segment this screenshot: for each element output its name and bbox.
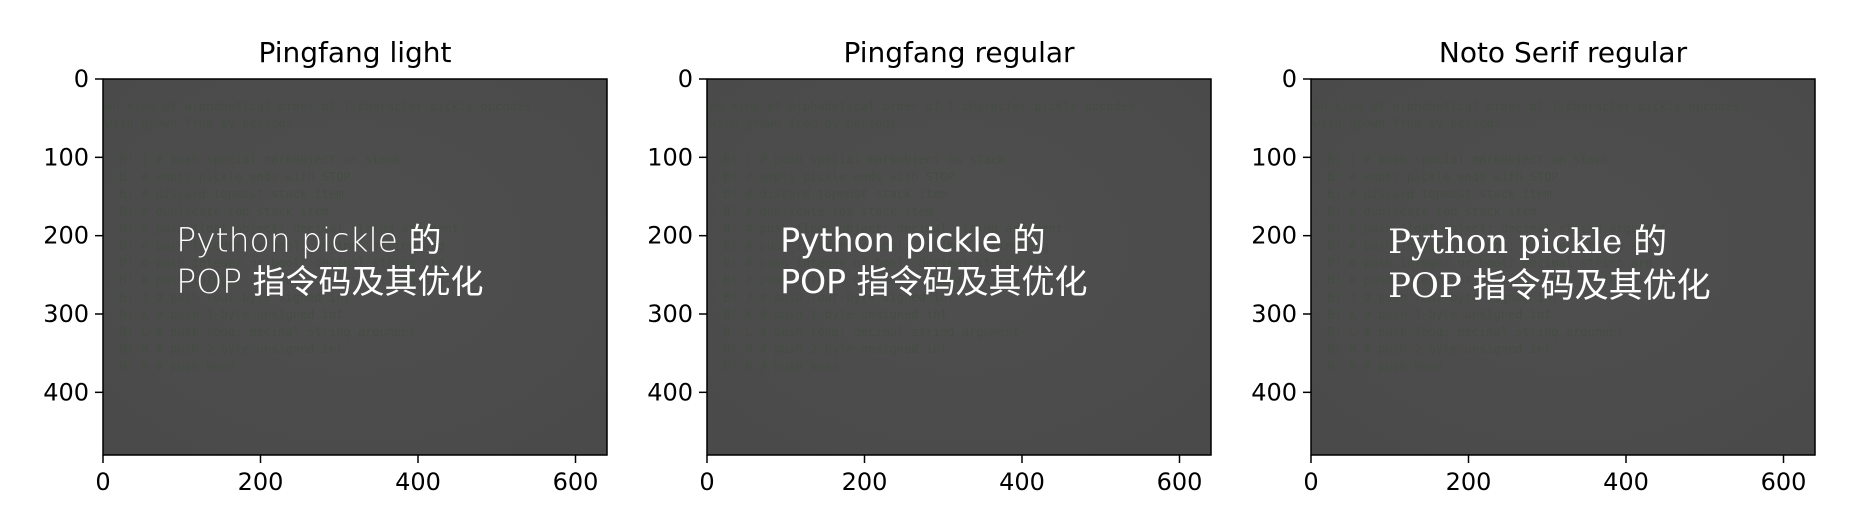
background-code-texture: An kind of alphabetical order of 1-chara… bbox=[1313, 99, 1739, 373]
image-background bbox=[103, 79, 607, 455]
background-code-line: An kind of alphabetical order of 1-chara… bbox=[105, 99, 531, 113]
background-code-line: . B! # push float object; decimal string… bbox=[1313, 222, 1667, 236]
background-code-line: . B! # push integer or bool; decimal str… bbox=[1313, 239, 1653, 253]
background-code-line: . B! # push integer or bool; decimal str… bbox=[709, 273, 1049, 287]
x-tick-label: 600 bbox=[1157, 468, 1203, 496]
background-code-line: . B! ( # push special markobject on stac… bbox=[105, 153, 402, 167]
y-tick-label: 400 bbox=[1251, 378, 1297, 406]
y-tick-label: 200 bbox=[1251, 222, 1297, 250]
overlay-caption-line: Python pickle 的 bbox=[780, 220, 1045, 259]
background-code-line: . B! # empty pickle ends with STOP bbox=[709, 170, 955, 184]
y-tick-label: 300 bbox=[647, 300, 693, 328]
y-tick-label: 0 bbox=[1282, 65, 1297, 93]
background-code-line: . B! # duplicate top stack item bbox=[709, 204, 933, 218]
background-code-line: with grown from by periods. bbox=[1313, 117, 1508, 131]
x-tick-label: 400 bbox=[395, 468, 441, 496]
y-tick-label: 100 bbox=[43, 143, 89, 171]
y-tick-label: 400 bbox=[43, 378, 89, 406]
background-code-line: . B! J # push four-byte signed int bbox=[1313, 290, 1559, 304]
y-tick-label: 200 bbox=[43, 222, 89, 250]
background-code-line: An kind of alphabetical order of 1-chara… bbox=[709, 99, 1135, 113]
y-tick-label: 200 bbox=[647, 222, 693, 250]
background-code-line: . B! # push integer or bool; decimal str… bbox=[105, 256, 445, 270]
background-code-line: . B! # discard topmost stack item bbox=[105, 187, 343, 201]
background-code-line: . B! # push integer or bool; decimal str… bbox=[709, 256, 1049, 270]
axes-frame bbox=[1310, 78, 1816, 456]
background-code-line: with grown from by periods. bbox=[709, 117, 904, 131]
image-panel: An kind of alphabetical order of 1-chara… bbox=[43, 36, 608, 496]
background-code-line: . B! N # push None bbox=[1313, 359, 1443, 373]
background-code-line: . B! L # push long; decimal string argum… bbox=[709, 325, 1020, 339]
y-tick-label: 300 bbox=[1251, 300, 1297, 328]
background-code-line: . B! K # push 1-byte unsigned int bbox=[105, 308, 343, 322]
image-background bbox=[1311, 79, 1815, 455]
background-code-line: . B! N # push None bbox=[105, 359, 235, 373]
x-tick-label: 200 bbox=[842, 468, 888, 496]
image-panel: An kind of alphabetical order of 1-chara… bbox=[1251, 36, 1816, 496]
x-tick-label: 200 bbox=[238, 468, 284, 496]
background-code-line: . B! K # push 1-byte unsigned int bbox=[1313, 308, 1551, 322]
overlay-caption-line: POP 指令码及其优化 bbox=[176, 262, 483, 301]
panel-title: Noto Serif regular bbox=[1439, 36, 1688, 69]
background-code-line: . B! # push integer or bool; decimal str… bbox=[105, 273, 445, 287]
y-tick-label: 0 bbox=[678, 65, 693, 93]
background-code-line: . B! # empty pickle ends with STOP bbox=[105, 170, 351, 184]
background-code-texture: An kind of alphabetical order of 1-chara… bbox=[105, 99, 531, 373]
background-code-line: . B! # push integer or bool; decimal str… bbox=[709, 239, 1049, 253]
background-code-line: An kind of alphabetical order of 1-chara… bbox=[1313, 99, 1739, 113]
background-code-line: with grown from by periods. bbox=[105, 117, 300, 131]
x-tick-label: 0 bbox=[1303, 468, 1318, 496]
background-code-line: . B! M # push 2-byte unsigned int bbox=[709, 342, 947, 356]
panel-title: Pingfang light bbox=[258, 36, 451, 69]
background-code-line: . B! ( # push special markobject on stac… bbox=[709, 153, 1006, 167]
background-code-line: . B! # push integer or bool; decimal str… bbox=[105, 239, 445, 253]
background-code-line: . B! # discard topmost stack item bbox=[1313, 187, 1551, 201]
background-code-line: . B! L # push long; decimal string argum… bbox=[105, 325, 416, 339]
y-tick-label: 0 bbox=[74, 65, 89, 93]
background-code-line: . B! # push integer or bool; decimal str… bbox=[1313, 273, 1653, 287]
y-tick-label: 400 bbox=[647, 378, 693, 406]
axes-frame bbox=[706, 78, 1212, 456]
panel-title: Pingfang regular bbox=[843, 36, 1075, 69]
overlay-caption-line: Python pickle 的 bbox=[1388, 222, 1667, 262]
x-tick-label: 200 bbox=[1446, 468, 1492, 496]
x-tick-label: 400 bbox=[1603, 468, 1649, 496]
background-code-line: . B! N # push None bbox=[709, 359, 839, 373]
background-code-line: . B! J # push four-byte signed int bbox=[105, 290, 351, 304]
background-code-line: . B! K # push 1-byte unsigned int bbox=[709, 308, 947, 322]
y-tick-label: 100 bbox=[1251, 143, 1297, 171]
y-tick-label: 100 bbox=[647, 143, 693, 171]
background-code-line: . B! # push integer or bool; decimal str… bbox=[1313, 256, 1653, 270]
background-code-line: . B! # push float object; decimal string… bbox=[709, 222, 1063, 236]
background-code-texture: An kind of alphabetical order of 1-chara… bbox=[709, 99, 1135, 373]
overlay-caption-line: POP 指令码及其优化 bbox=[1388, 266, 1710, 306]
background-code-line: . B! M # push 2-byte unsigned int bbox=[105, 342, 343, 356]
background-code-line: . B! # duplicate top stack item bbox=[105, 204, 329, 218]
background-code-line: . B! # push float object; decimal string… bbox=[105, 222, 459, 236]
background-code-line: . B! # discard topmost stack item bbox=[709, 187, 947, 201]
x-tick-label: 600 bbox=[1761, 468, 1807, 496]
overlay-caption-line: Python pickle 的 bbox=[176, 220, 441, 259]
background-code-line: . B! M # push 2-byte unsigned int bbox=[1313, 342, 1551, 356]
x-tick-label: 0 bbox=[95, 468, 110, 496]
image-panel: An kind of alphabetical order of 1-chara… bbox=[647, 36, 1212, 496]
x-tick-label: 0 bbox=[699, 468, 714, 496]
x-tick-label: 400 bbox=[999, 468, 1045, 496]
axes-frame bbox=[102, 78, 608, 456]
background-code-line: . B! J # push four-byte signed int bbox=[709, 290, 955, 304]
overlay-caption-line: POP 指令码及其优化 bbox=[780, 262, 1087, 301]
background-code-line: . B! # duplicate top stack item bbox=[1313, 204, 1537, 218]
background-code-line: . B! ( # push special markobject on stac… bbox=[1313, 153, 1610, 167]
image-background bbox=[707, 79, 1211, 455]
background-code-line: . B! L # push long; decimal string argum… bbox=[1313, 325, 1624, 339]
y-tick-label: 300 bbox=[43, 300, 89, 328]
x-tick-label: 600 bbox=[553, 468, 599, 496]
background-code-line: . B! # empty pickle ends with STOP bbox=[1313, 170, 1559, 184]
